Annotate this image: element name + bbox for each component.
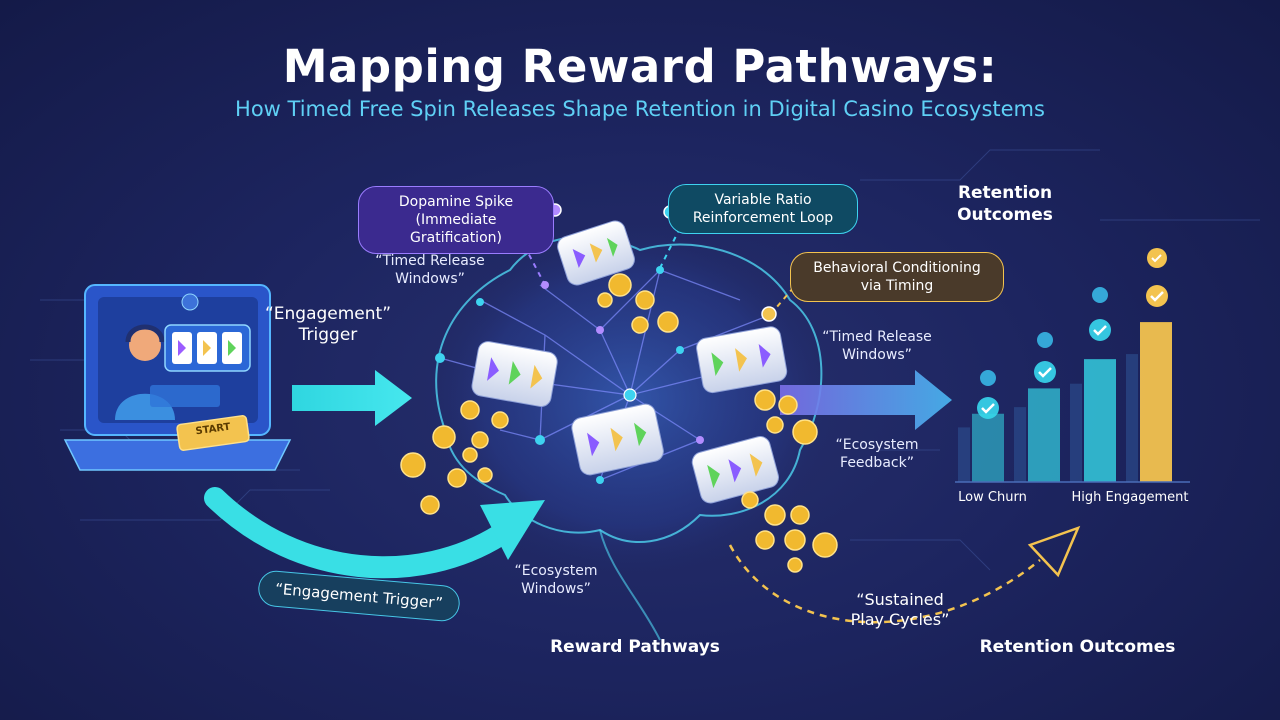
retention-bar xyxy=(1140,322,1172,482)
retention-outcomes-label: Retention Outcomes xyxy=(979,637,1176,657)
page-subtitle: How Timed Free Spin Releases Shape Reten… xyxy=(235,97,1045,121)
ecosystem-windows-label: “Ecosystem Windows” xyxy=(514,563,598,597)
page-title: Mapping Reward Pathways: xyxy=(282,40,998,93)
behavioral-conditioning-label: Behavioral Conditioning via Timing xyxy=(790,252,1004,302)
timed-release-top-label: “Timed Release Windows” xyxy=(375,253,485,287)
engagement-trigger-label: “Engagement” Trigger xyxy=(264,304,392,345)
retention-bar-shadow xyxy=(1070,383,1082,482)
variable-ratio-label: Variable Ratio Reinforcement Loop xyxy=(668,184,858,234)
sustained-play-curve xyxy=(728,544,1041,624)
retention-bar-shadow xyxy=(1126,354,1138,482)
retention-bar-shadow xyxy=(958,427,970,482)
retention-bars xyxy=(958,322,1172,482)
retention-bar xyxy=(1028,388,1060,482)
retention-bar-shadow xyxy=(1014,407,1026,482)
engagement-curve-arrow xyxy=(204,487,511,579)
input-arrow xyxy=(292,370,412,426)
laptop-illustration xyxy=(63,284,292,471)
low-churn-label: Low Churn xyxy=(958,490,1027,505)
start-button-shape xyxy=(176,415,250,451)
timed-release-right-label: “Timed Release Windows” xyxy=(822,329,932,363)
coins xyxy=(400,273,838,573)
retention-bar xyxy=(972,413,1004,482)
retention-bar xyxy=(1084,359,1116,482)
reward-pathways-label: Reward Pathways xyxy=(550,637,720,657)
sustained-play-label: “Sustained Play Cycles” xyxy=(850,590,950,629)
ecosystem-feedback-label: “Ecosystem Feedback” xyxy=(835,437,919,471)
retention-icons xyxy=(977,248,1168,419)
dopamine-spike-label: Dopamine Spike (Immediate Gratification) xyxy=(358,186,554,254)
retention-heading: Retention Outcomes xyxy=(957,183,1053,225)
high-engagement-label: High Engagement xyxy=(1071,490,1189,505)
output-arrow xyxy=(780,370,952,430)
slot-reels xyxy=(471,220,788,504)
